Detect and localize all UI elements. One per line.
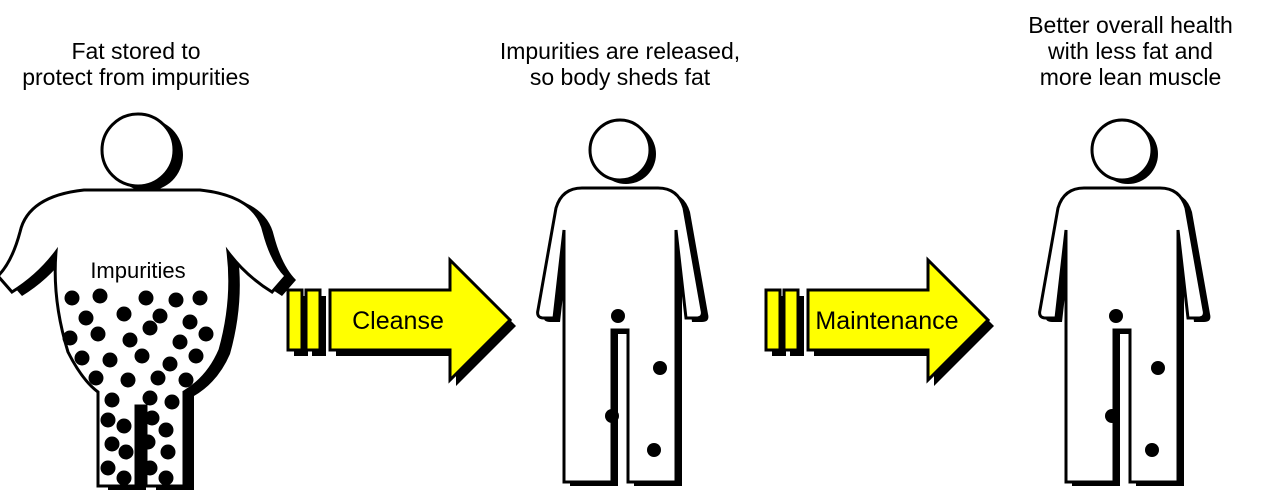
impurity-dot (151, 371, 166, 386)
impurity-dot (65, 291, 80, 306)
maintenance-label: Maintenance (815, 307, 958, 335)
impurity-dot (63, 331, 78, 346)
fat-head (102, 114, 174, 186)
cleanse-label: Cleanse (352, 307, 444, 335)
impurity-dot (179, 373, 194, 388)
impurity-dot (143, 321, 158, 336)
impurity-dot (143, 461, 158, 476)
impurity-dot (145, 411, 160, 426)
impurity-dot (103, 353, 118, 368)
impurity-dot (183, 315, 198, 330)
released-figure (538, 120, 709, 486)
impurity-dot (93, 289, 108, 304)
maintenance-arrow: Maintenance (766, 260, 994, 386)
impurity-dot (119, 445, 134, 460)
impurity-dot (143, 391, 158, 406)
impurity-dot (117, 471, 132, 486)
impurity-dot (159, 423, 174, 438)
impurity-dot (159, 471, 174, 486)
impurity-dot (121, 373, 136, 388)
impurity-dot (173, 335, 188, 350)
healthy-figure (1040, 120, 1211, 486)
impurity-dot (89, 371, 104, 386)
impurity-dot (193, 291, 208, 306)
impurity-dot (79, 311, 94, 326)
impurity-dot (141, 435, 156, 450)
impurity-dot (165, 395, 180, 410)
impurity-dot (169, 293, 184, 308)
impurity-dot (123, 333, 138, 348)
impurities-label: Impurities (90, 258, 185, 283)
impurity-dot (153, 309, 168, 324)
impurity-dot (117, 307, 132, 322)
impurity-dot (199, 327, 214, 342)
impurity-dot (117, 419, 132, 434)
impurity-dot (163, 357, 178, 372)
impurity-dot (101, 461, 116, 476)
impurity-dot (161, 445, 176, 460)
impurity-dot (105, 393, 120, 408)
impurity-dot (75, 351, 90, 366)
fat-figure: Impurities (0, 114, 296, 490)
cleanse-arrow: Cleanse (288, 260, 516, 386)
impurity-dot (101, 413, 116, 428)
impurity-dot (189, 349, 204, 364)
impurity-dot (91, 327, 106, 342)
impurity-dot (105, 437, 120, 452)
impurity-dot (139, 291, 154, 306)
impurity-dot (135, 349, 150, 364)
